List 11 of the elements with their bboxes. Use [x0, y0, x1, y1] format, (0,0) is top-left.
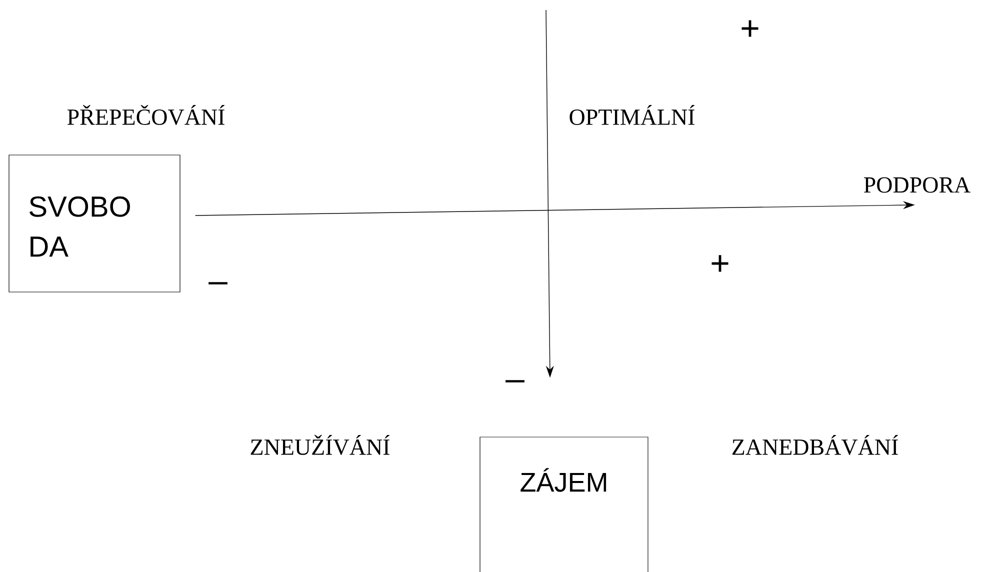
axis-label: ZANEDBÁVÁNÍ [732, 434, 898, 456]
axis-label: OPTIMÁLNÍ [570, 105, 695, 125]
text-box: ZÁJEM [480, 436, 648, 572]
axis-label: PODPORA [864, 177, 970, 193]
sign-label: – [506, 380, 524, 382]
axis-label: PŘEPEČOVÁNÍ [67, 104, 224, 126]
sign-label: + [712, 255, 728, 272]
sign-label: + [742, 20, 758, 37]
sign-label: – [208, 282, 228, 284]
axis-label: ZNEUŽÍVÁNÍ [250, 434, 390, 456]
text-box: SVOBO DA [8, 154, 180, 292]
